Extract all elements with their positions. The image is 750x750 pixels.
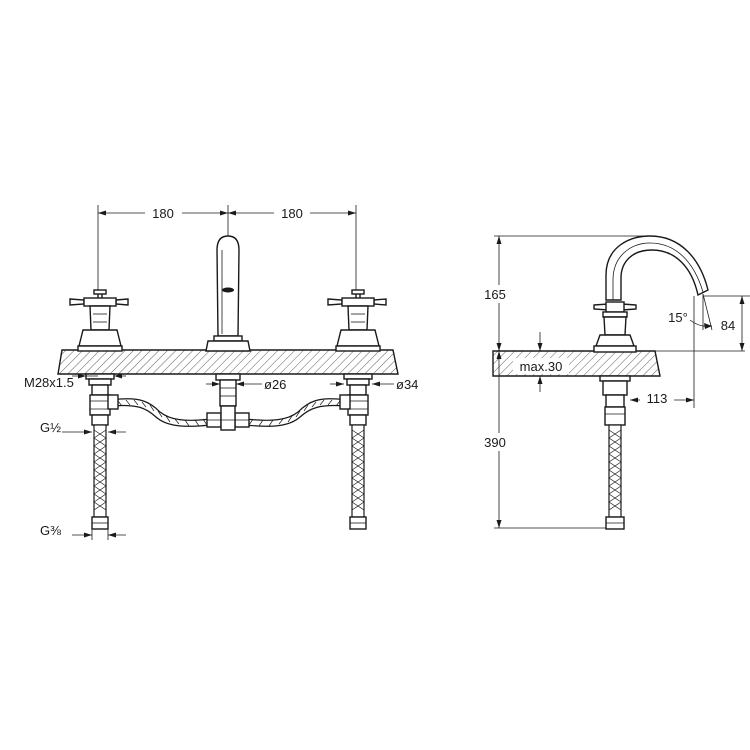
supply-hose-right (349, 414, 367, 530)
outlet-height-dimension: 84 (655, 295, 750, 352)
dim-hose-length: 390 (484, 435, 506, 450)
front-view: 180 180 (24, 205, 418, 540)
dim-left-spacing: 180 (152, 206, 174, 221)
side-valve (593, 301, 637, 426)
spacing-dimension: 180 180 (97, 205, 357, 300)
outlet-thread-callout: G⅜ (40, 523, 126, 540)
dim-right-spacing: 180 (281, 206, 303, 221)
connecting-hoses (107, 394, 351, 431)
supply-hose-left (91, 414, 109, 530)
deck-thickness-callout: max.30 (513, 332, 569, 392)
spout-diameter-callout: ø26 (206, 377, 286, 392)
inlet-thread-callout: G½ (40, 420, 126, 435)
inlet-thread-label: G½ (40, 420, 61, 435)
dim-spout-outlet-height: 84 (721, 318, 735, 333)
reach-dimension: 113 (630, 296, 695, 408)
dim-angle: 15° (668, 310, 688, 325)
height-dimensions: 165 390 (478, 235, 650, 529)
dim-height-above-deck: 165 (484, 287, 506, 302)
dim-reach: 113 (647, 391, 668, 406)
spout-diameter: ø26 (264, 377, 286, 392)
valve-diameter: ø34 (396, 377, 418, 392)
outlet-thread-label: G⅜ (40, 523, 61, 538)
side-supply-hose (605, 424, 625, 530)
countertop-section (57, 349, 399, 375)
dim-max-deck-thickness: max.30 (520, 359, 563, 374)
angle-callout: 15° (668, 293, 713, 331)
center-spout (205, 235, 251, 407)
side-view: 165 390 max.30 113 (478, 235, 750, 530)
valve-diameter-callout: ø34 (330, 377, 418, 392)
thread-callout: M28x1.5 (24, 373, 126, 390)
side-spout (605, 235, 709, 301)
thread-label: M28x1.5 (24, 375, 74, 390)
right-valve (327, 289, 387, 416)
left-valve (69, 289, 129, 416)
